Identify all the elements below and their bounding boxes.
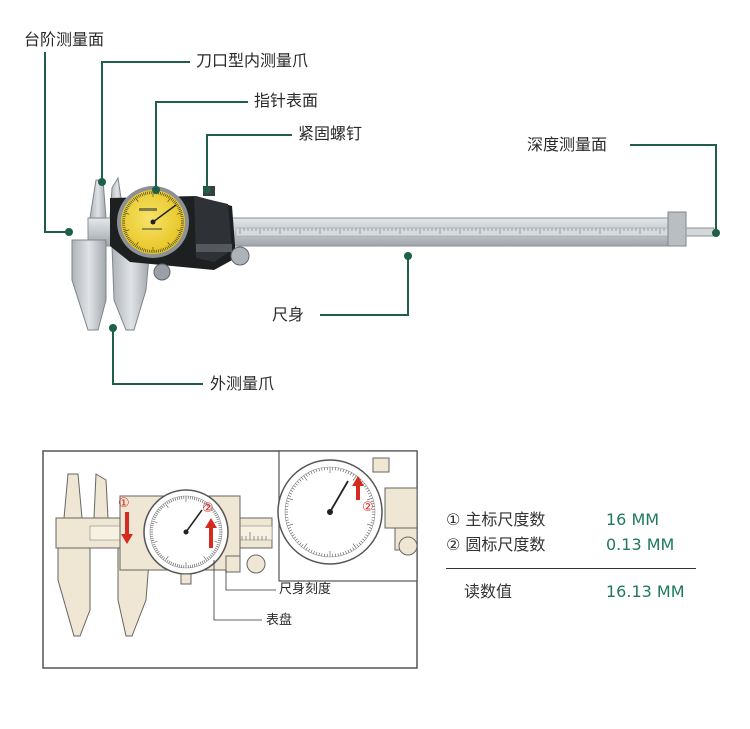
- label-main-scale: 尺身: [272, 305, 305, 324]
- label-knife-jaw: 刀口型内测量爪: [196, 51, 309, 70]
- zoom-marker-2: ②: [362, 500, 374, 515]
- leader-lines: [44, 52, 717, 385]
- label-step-face: 台阶测量面: [24, 30, 105, 49]
- label-depth-face: 深度测量面: [527, 135, 608, 154]
- inset-right-panel: [277, 450, 418, 582]
- label-dial-face: 指针表面: [254, 91, 319, 110]
- reading-divider: [446, 568, 696, 569]
- label-lock-screw: 紧固螺钉: [298, 124, 363, 143]
- dial-face-main: [117, 186, 189, 258]
- reading-total-key: 读数值: [464, 582, 513, 601]
- inner-jaw-fixed: [89, 179, 107, 219]
- outer-jaw-fixed: [71, 239, 107, 331]
- reading-dial-scale: ② 圆标尺度数 0.13 MM: [446, 535, 696, 555]
- label-outer-jaw: 外测量爪: [210, 374, 275, 393]
- reading-total: 读数值 16.13 MM: [446, 582, 696, 602]
- reading-inset: [42, 450, 418, 669]
- reading-dial-scale-key: ② 圆标尺度数: [446, 535, 546, 554]
- reading-main-scale-value: 16 MM: [606, 510, 660, 529]
- inset-marker-2: ②: [202, 501, 214, 516]
- reading-main-scale: ① 主标尺度数 16 MM: [446, 510, 696, 530]
- inset-label-dial: 表盘: [266, 613, 293, 628]
- reading-dial-scale-value: 0.13 MM: [606, 535, 675, 554]
- reading-total-value: 16.13 MM: [606, 582, 685, 601]
- inset-label-scale: 尺身刻度: [279, 582, 332, 597]
- inset-left-panel: [55, 473, 276, 637]
- reading-main-scale-key: ① 主标尺度数: [446, 510, 546, 529]
- inset-marker-1: ①: [118, 496, 130, 511]
- leader-dots: [65, 178, 720, 332]
